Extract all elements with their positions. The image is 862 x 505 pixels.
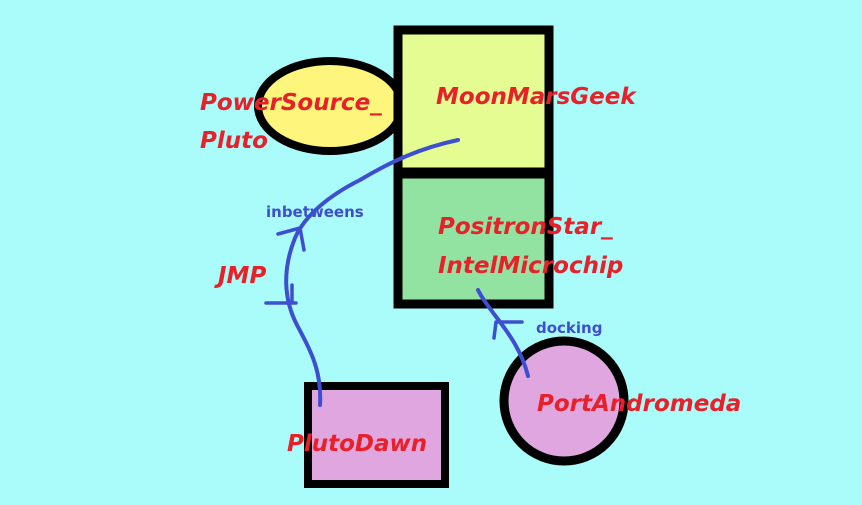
power-source-label-line2: Pluto: [200, 128, 268, 154]
positron-star-label-line1: PositronStar_: [438, 214, 613, 240]
inbetweens-edge-label: inbetweens: [266, 203, 364, 221]
docking-arrowhead: [492, 320, 524, 340]
jmp-tick-mark: [264, 283, 298, 305]
port-andromeda-node: [499, 336, 629, 466]
docking-connector: [476, 288, 530, 378]
pluto-dawn-node: [304, 382, 449, 488]
positron-star-node: [393, 169, 554, 309]
port-andromeda-label: PortAndromeda: [537, 391, 741, 417]
pluto-dawn-label: PlutoDawn: [287, 431, 427, 457]
inbetweens-arrowhead: [276, 226, 306, 252]
positron-star-label-line2: IntelMicrochip: [438, 253, 623, 279]
moon-mars-geek-label: MoonMarsGeek: [436, 84, 637, 110]
docking-edge-label: docking: [536, 319, 602, 337]
power-source-label-line1: PowerSource_: [200, 90, 382, 116]
inbetweens-connector: [284, 138, 460, 407]
jmp-edge-label: JMP: [214, 263, 266, 289]
